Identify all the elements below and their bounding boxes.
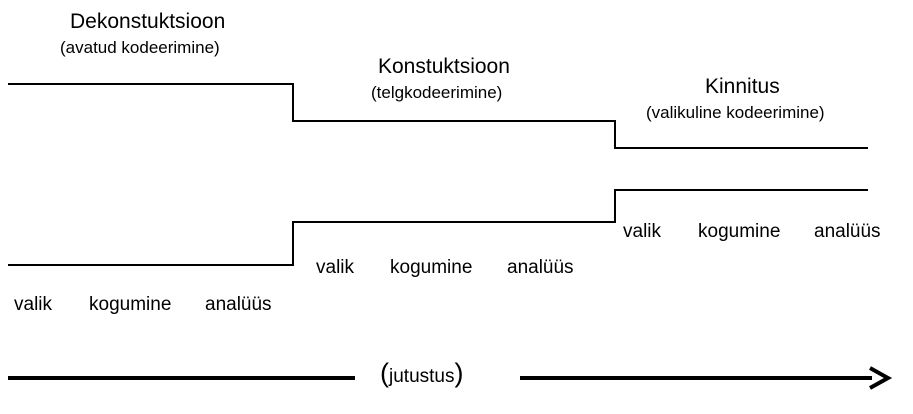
phase-2-title: Konstuktsioon [378, 55, 510, 78]
timeline-close-paren: ) [454, 358, 464, 388]
phase-3-step-analyze: analüüs [814, 221, 881, 242]
phase-3-step-collect: kogumine [698, 221, 781, 242]
phase-2-step-select: valik [316, 257, 355, 278]
lower-step-line [8, 189, 868, 266]
phase-3-title: Kinnitus [705, 75, 780, 98]
timeline-label-text: jutustus [389, 366, 455, 387]
phase-1-subtitle: (avatud kodeerimine) [60, 38, 220, 57]
timeline-label: (jutustus) [380, 358, 463, 389]
phase-3-step-select: valik [623, 221, 662, 242]
phase-1-step-select: valik [14, 294, 53, 315]
timeline-open-paren: ( [380, 358, 389, 388]
phase-2-step-analyze: analüüs [507, 257, 574, 278]
phase-2-step-collect: kogumine [390, 257, 473, 278]
phase-1-title: Dekonstuktsioon [70, 10, 226, 33]
upper-step-line [8, 83, 868, 149]
phase-1-step-analyze: analüüs [205, 294, 272, 315]
phase-1-step-collect: kogumine [89, 294, 172, 315]
timeline-arrow-head [869, 366, 893, 390]
phase-2-subtitle: (telgkodeerimine) [371, 83, 503, 102]
phase-3-subtitle: (valikuline kodeerimine) [646, 103, 825, 122]
